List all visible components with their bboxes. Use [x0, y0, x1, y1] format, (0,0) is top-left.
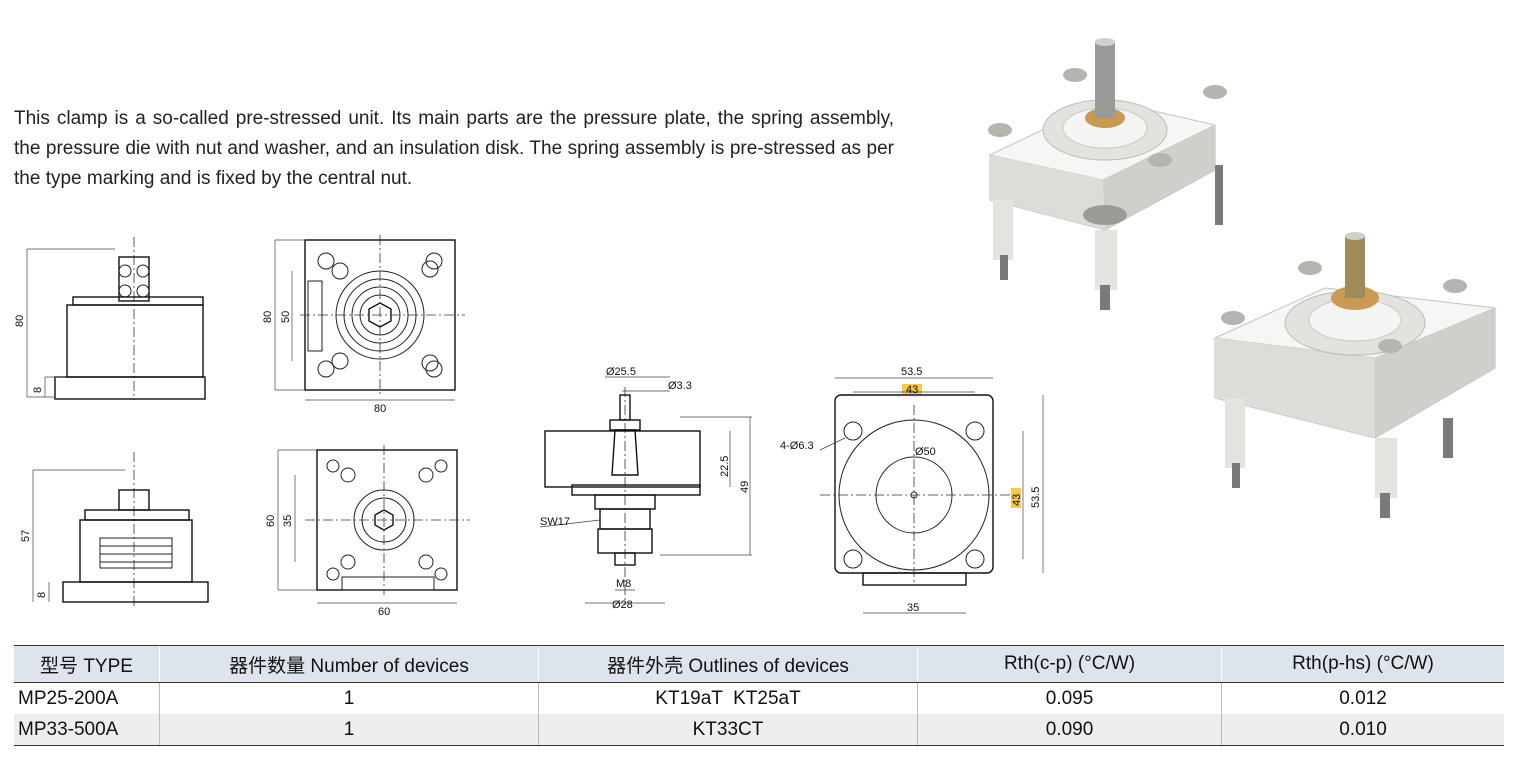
- header-type: 型号 TYPE: [14, 645, 160, 683]
- intro-paragraph: This clamp is a so-called pre-stressed u…: [14, 108, 894, 189]
- dim-plate-tab: 35: [907, 602, 919, 614]
- dim-side-large-height: 80: [14, 315, 26, 327]
- cell-type: MP25-200A: [18, 687, 119, 709]
- table-header-row: 型号 TYPE 器件数量 Number of devices 器件外壳 Outl…: [14, 645, 1504, 683]
- clamp-photo-small: [1213, 232, 1497, 518]
- cell-rth-cp: 0.095: [917, 682, 1222, 714]
- dim-section-top-dia: Ø25.5: [606, 366, 636, 378]
- cell-rth-phs: 0.010: [1221, 714, 1504, 746]
- clamp-photo-large: [988, 38, 1227, 310]
- cell-type: MP33-500A: [14, 714, 160, 746]
- dim-plate-outer-v: 53.5: [1030, 487, 1042, 508]
- top-view-small-drawing: 60 35 60: [265, 445, 470, 618]
- cell-devices: 1: [159, 682, 539, 714]
- dim-top-large-height: 80: [262, 311, 274, 323]
- header-rth-phs: Rth(p-hs) (°C/W): [1221, 645, 1504, 683]
- dim-plate-holes: 4-Ø6.3: [780, 440, 814, 452]
- spec-table: 型号 TYPE 器件数量 Number of devices 器件外壳 Outl…: [14, 645, 1504, 746]
- dim-top-large-width: 80: [374, 403, 386, 415]
- section-view-drawing: Ø25.5 Ø3.3 22.5 49 SW17 M8 Ø28: [539, 366, 752, 611]
- header-number-of-devices: 器件数量 Number of devices: [159, 645, 539, 683]
- dim-section-h1: 22.5: [719, 456, 731, 477]
- dim-top-small-height: 60: [265, 515, 277, 527]
- dim-plate-pitch: 43: [906, 384, 918, 396]
- dim-side-small-base: 8: [36, 592, 48, 598]
- dim-side-large-base: 8: [32, 387, 44, 393]
- table-row: MP33-500A 1 KT33CT 0.090 0.010: [14, 714, 1504, 746]
- cell-devices: 1: [159, 714, 539, 746]
- side-view-small-drawing: 57 8: [20, 452, 209, 608]
- table-row: MP25-200A 1 KT19aT KT25aT 0.095 0.012: [14, 682, 1504, 714]
- dim-section-base-dia: Ø28: [612, 599, 633, 611]
- cell-rth-phs: 0.012: [1221, 682, 1504, 714]
- dim-top-large-inner: 50: [280, 311, 292, 323]
- dim-section-thread: M8: [616, 578, 631, 590]
- dim-section-hole-dia: Ø3.3: [668, 380, 692, 392]
- top-view-large-drawing: 80 50 80: [262, 235, 465, 415]
- dim-side-small-height: 57: [20, 530, 32, 542]
- cell-outlines: KT19aT KT25aT: [538, 682, 918, 714]
- header-outlines: 器件外壳 Outlines of devices: [538, 645, 918, 683]
- dim-section-h2: 49: [739, 481, 751, 493]
- dim-plate-inner-dia: Ø50: [915, 446, 936, 458]
- dim-plate-pitch-v: 43: [1011, 494, 1023, 506]
- cell-rth-cp: 0.090: [917, 714, 1222, 746]
- cell-outlines: KT33CT: [538, 714, 918, 746]
- header-rth-cp: Rth(c-p) (°C/W): [917, 645, 1222, 683]
- dim-top-small-width: 60: [378, 606, 390, 618]
- plate-view-drawing: 53.5 43 4-Ø6.3 Ø50 43 53.5 35: [780, 366, 1044, 614]
- dim-section-nut: SW17: [540, 516, 570, 528]
- dim-top-small-inner: 35: [282, 515, 294, 527]
- dim-plate-outer: 53.5: [901, 366, 922, 378]
- side-view-large-drawing: 80 8: [14, 237, 206, 400]
